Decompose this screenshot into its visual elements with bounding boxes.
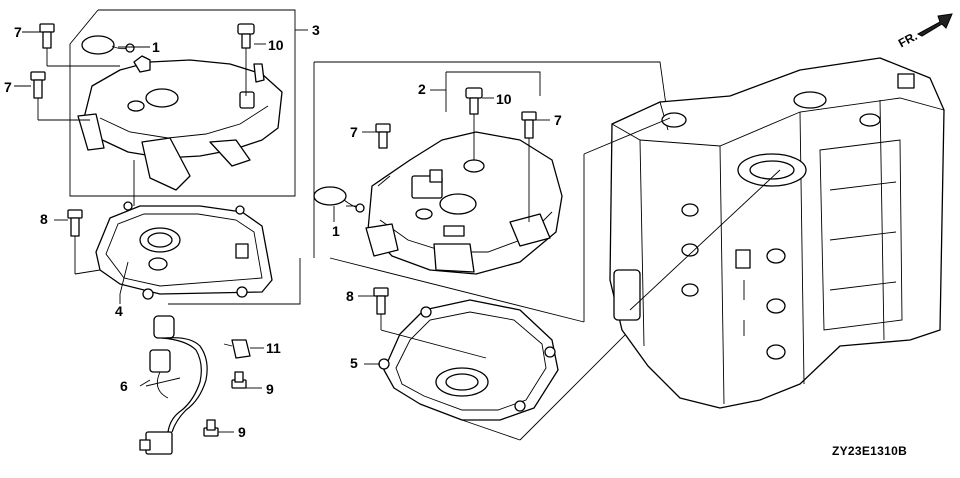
bolt-7-center-right	[521, 111, 550, 222]
callout-8-left: 8	[40, 211, 48, 227]
callout-7-center-right: 7	[554, 112, 562, 128]
bolt-7-center-left	[362, 123, 391, 149]
callout-3: 3	[312, 22, 320, 38]
callout-1-center: 1	[332, 223, 340, 239]
bolt-9-lower	[203, 419, 234, 437]
cover-center	[365, 131, 563, 275]
group-frame-3	[69, 9, 308, 197]
bolt-8-center	[358, 287, 487, 359]
bolt-10-center	[465, 87, 494, 160]
callout-7-left: 7	[4, 79, 12, 95]
bolt-9-upper	[231, 371, 262, 389]
callout-5: 5	[350, 355, 358, 371]
front-direction-arrow-icon	[916, 13, 953, 37]
plate-part-4	[95, 160, 273, 304]
group-frame-2	[430, 71, 541, 112]
callout-leaders	[118, 46, 380, 387]
callout-11: 11	[266, 340, 281, 356]
callout-10-upper: 10	[268, 37, 284, 53]
engine-block	[583, 57, 945, 409]
bolt-7-upper	[22, 23, 120, 67]
callout-4: 4	[115, 303, 123, 319]
callout-8-center: 8	[346, 288, 354, 304]
bolt-10-upper	[237, 23, 266, 96]
harness-part-6	[139, 315, 208, 455]
clip-part-11	[223, 339, 264, 359]
bolt-8-left	[54, 209, 101, 275]
cap-part-1-center	[313, 186, 365, 222]
callout-1-upper: 1	[152, 39, 160, 55]
callout-6: 6	[120, 378, 128, 394]
group-frame-large	[168, 61, 667, 323]
callout-2: 2	[418, 81, 426, 97]
cap-part-1-upper	[81, 35, 150, 55]
cover-upper-left	[77, 55, 283, 191]
callout-7-upper-left: 7	[14, 24, 22, 40]
callout-10-center: 10	[496, 91, 512, 107]
callout-7-center-left: 7	[350, 124, 358, 140]
gasket-part-5	[378, 299, 661, 441]
bolt-7-lower	[14, 71, 90, 121]
callout-9-lower: 9	[238, 424, 246, 440]
drawing-code: ZY23E1310B	[832, 444, 908, 458]
callout-9-upper: 9	[266, 381, 274, 397]
